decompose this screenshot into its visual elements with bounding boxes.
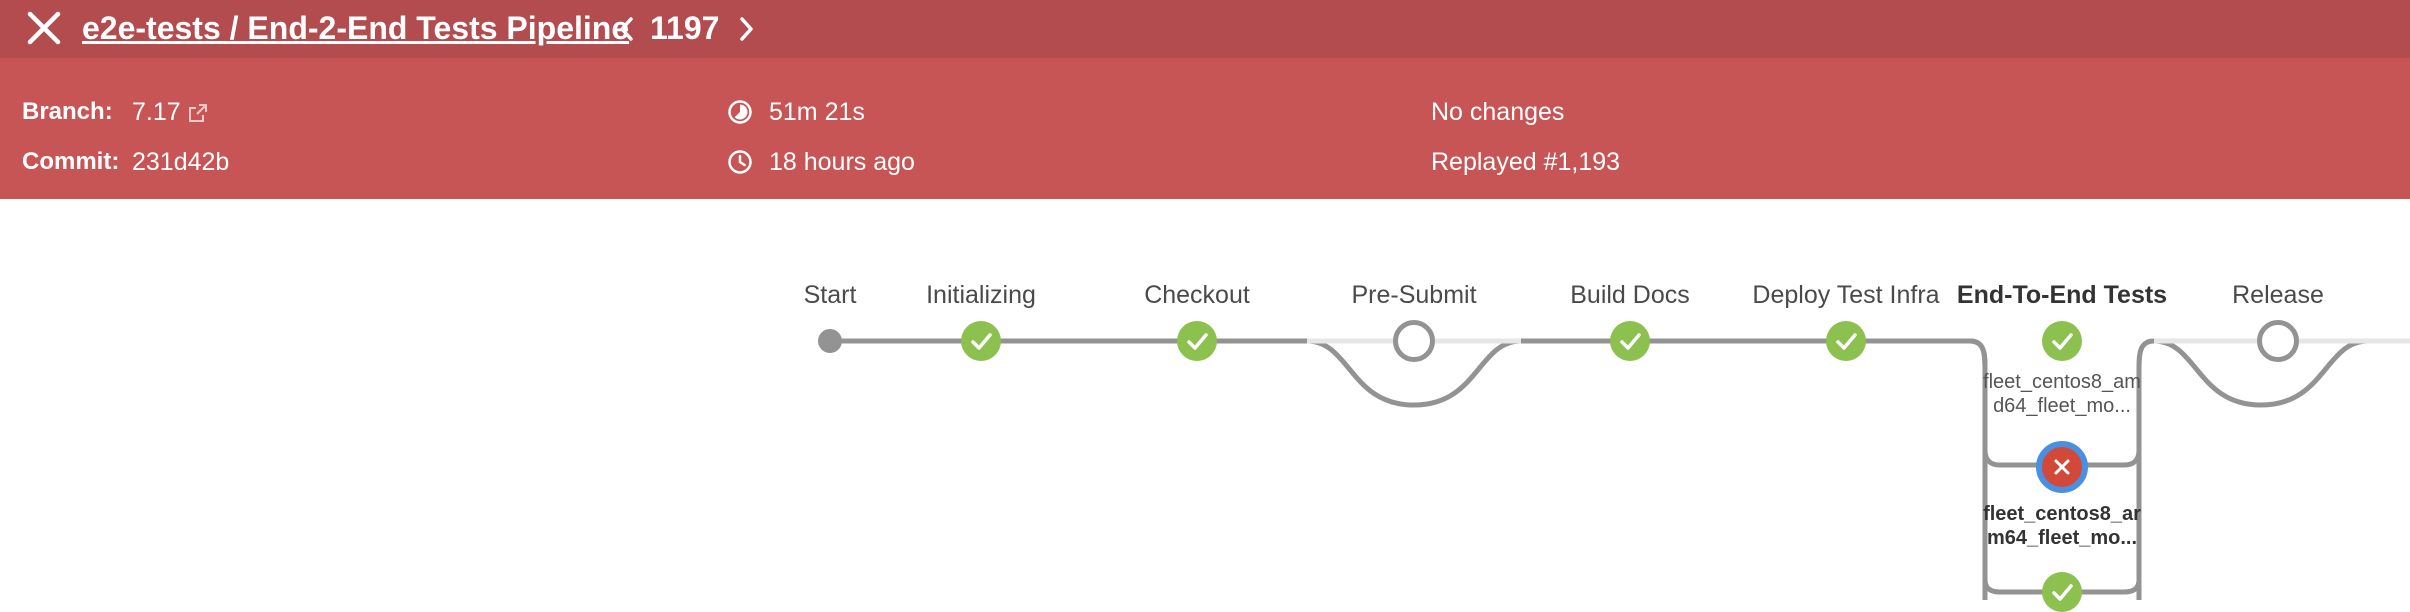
checkmark-icon [971,333,992,350]
close-icon [2054,459,2070,475]
commit-value: 231d42b [132,148,230,176]
checkmark-icon [2052,584,2073,601]
checkmark-icon [1620,333,1641,350]
parallel-branch-label[interactable]: fleet_centos8_am d64_fleet_mo... [1983,371,2141,417]
start-node [818,329,842,353]
stage-label-checkout[interactable]: Checkout [1144,281,1250,309]
pipeline-header: e2e-tests / End-2-End Tests Pipeline 119… [0,0,2410,58]
duration-value: 51m 21s [769,98,865,126]
replayed-value[interactable]: Replayed #1,193 [1431,148,1621,176]
stage-node-checkout[interactable] [1177,321,1217,361]
checkmark-icon [1836,333,1857,350]
stage-label-end-to-end-tests[interactable]: End-To-End Tests [1956,281,2168,309]
chevron-left-icon[interactable] [614,14,640,44]
stage-label-release[interactable]: Release [2232,281,2324,309]
stage-node-release[interactable] [2257,320,2299,362]
pipeline-title-link[interactable]: e2e-tests / End-2-End Tests Pipeline [82,10,630,46]
stage-label-pre-submit[interactable]: Pre-Submit [1351,281,1477,309]
chevron-right-icon[interactable] [733,14,759,44]
parallel-branch-node-failed[interactable] [2036,441,2088,493]
changes-value: No changes [1431,98,1565,126]
branch-value[interactable]: 7.17 [132,98,181,126]
stage-label-build-docs[interactable]: Build Docs [1570,281,1690,309]
run-number: 1197 [650,10,720,46]
external-link-icon[interactable] [187,102,209,124]
parallel-branch-node-success[interactable] [2042,572,2082,612]
clock-icon [727,149,753,175]
stage-label-start: Start [803,281,857,309]
stage-node-initializing[interactable] [961,321,1001,361]
stage-node-deploy-test-infra[interactable] [1826,321,1866,361]
duration-icon [727,99,753,125]
stage-node-pre-submit[interactable] [1393,320,1435,362]
run-info-bar: Branch: 7.17 Commit: 231d42b 51m 21s 18 … [0,58,2410,199]
stage-label-deploy-test-infra[interactable]: Deploy Test Infra [1752,281,1940,309]
stage-node-build-docs[interactable] [1610,321,1650,361]
started-value: 18 hours ago [769,148,915,176]
commit-label: Commit: [22,148,120,175]
checkmark-icon [1187,333,1208,350]
close-icon[interactable] [24,8,64,48]
branch-label: Branch: [22,98,113,125]
stage-node-end-to-end-tests[interactable] [2042,321,2082,361]
checkmark-icon [2052,333,2073,350]
parallel-branch-label[interactable]: fleet_centos8_ar m64_fleet_mo... [1983,503,2141,549]
stage-label-initializing[interactable]: Initializing [926,281,1036,309]
